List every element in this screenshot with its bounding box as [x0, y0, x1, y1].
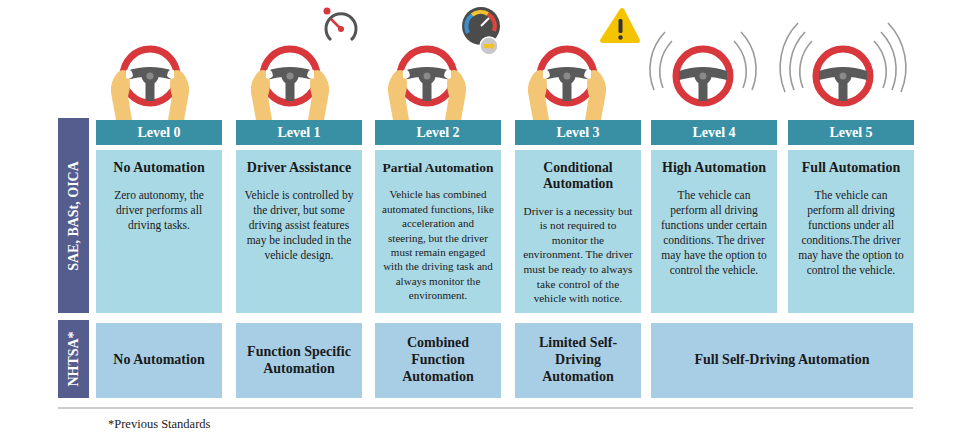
gauge-arc [466, 15, 472, 33]
speedometer [326, 14, 356, 40]
box-heading: Level 2 [416, 125, 459, 140]
level-header: Level 2 [375, 120, 501, 145]
level-description: Partial AutomationVehicle has combined a… [375, 150, 501, 313]
box-heading: Limited Self-Driving Automation [525, 335, 631, 385]
box-heading: Full Self-Driving Automation [694, 352, 869, 369]
box-heading: Combined Function Automation [385, 335, 491, 385]
box-heading: Level 3 [556, 125, 599, 140]
level-description: No AutomationZero autonomy, the driver p… [96, 150, 222, 313]
motion-lines [790, 32, 896, 90]
assist-arrow [484, 41, 495, 51]
box-body: The vehicle can perform all driving func… [795, 188, 907, 278]
steering-wheel [676, 49, 730, 103]
motion-lines [780, 23, 798, 92]
box-body: Zero autonomy, the driver performs all d… [103, 188, 215, 233]
box-body: Vehicle is controlled by the driver, but… [243, 188, 355, 263]
speed-mark [324, 8, 331, 15]
warning-mark [619, 19, 623, 33]
level-description: High AutomationThe vehicle can perform a… [651, 150, 777, 313]
nhtsa-level-box: Limited Self-Driving Automation [515, 323, 641, 398]
level-header: Level 0 [96, 120, 222, 145]
level-4-icon [650, 32, 756, 103]
motion-lines [650, 32, 756, 90]
box-heading: Full Automation [802, 160, 900, 176]
nhtsa-level-box: No Automation [96, 323, 222, 398]
box-heading: SAE, BASt, OICA [66, 161, 82, 271]
level-description: Conditional AutomationDriver is a necess… [515, 150, 641, 313]
box-heading: Function Specific Automation [246, 344, 352, 378]
nhtsa-level-box: Full Self-Driving Automation [651, 323, 913, 398]
motion-lines [888, 23, 906, 92]
assist-badge [480, 37, 498, 55]
footnote: *Previous Standards [108, 417, 210, 432]
driver-hands [251, 70, 329, 120]
box-heading: No Automation [113, 352, 204, 369]
box-heading: Driver Assistance [247, 160, 351, 176]
level-3-icon [528, 8, 640, 120]
box-heading: Partial Automation [383, 160, 494, 175]
gauge-arc [472, 12, 488, 15]
driver-hands [388, 70, 466, 120]
box-heading: Level 0 [137, 125, 180, 140]
gauge-needle [481, 18, 489, 26]
warning-triangle [600, 8, 640, 43]
level-2-icon [388, 7, 500, 120]
nhtsa-level-box: Function Specific Automation [236, 323, 362, 398]
box-body: Driver is a necessity but is not require… [522, 204, 634, 306]
standard-band: NHTSA* [58, 320, 89, 398]
level-header: Level 4 [651, 120, 777, 145]
speedometer-hub [338, 26, 344, 32]
level-5-icon [780, 23, 906, 103]
nhtsa-level-box: Combined Function Automation [375, 323, 501, 398]
level-header: Level 5 [788, 120, 914, 145]
box-body: Vehicle has combined automated functions… [382, 187, 494, 302]
separator-rule [58, 408, 913, 409]
box-heading: No Automation [113, 160, 204, 176]
level-description: Full AutomationThe vehicle can perform a… [788, 150, 914, 313]
box-heading: High Automation [662, 160, 766, 176]
level-header: Level 1 [236, 120, 362, 145]
level-0-icon [111, 49, 189, 120]
box-heading: Level 1 [277, 125, 320, 140]
box-body: The vehicle can perform all driving func… [658, 188, 770, 278]
box-heading: Conditional Automation [522, 160, 634, 192]
driver-hands [111, 70, 189, 120]
level-1-icon [251, 8, 356, 121]
standard-band: SAE, BASt, OICA [58, 118, 89, 313]
level-header: Level 3 [515, 120, 641, 145]
box-heading: Level 5 [829, 125, 872, 140]
driver-hands [528, 70, 606, 120]
gauge-arc [488, 14, 495, 31]
box-heading: NHTSA* [66, 331, 82, 386]
steering-wheel [816, 49, 870, 103]
box-heading: Level 4 [692, 125, 735, 140]
level-description: Driver AssistanceVehicle is controlled b… [236, 150, 362, 313]
warning-dot [618, 35, 622, 39]
